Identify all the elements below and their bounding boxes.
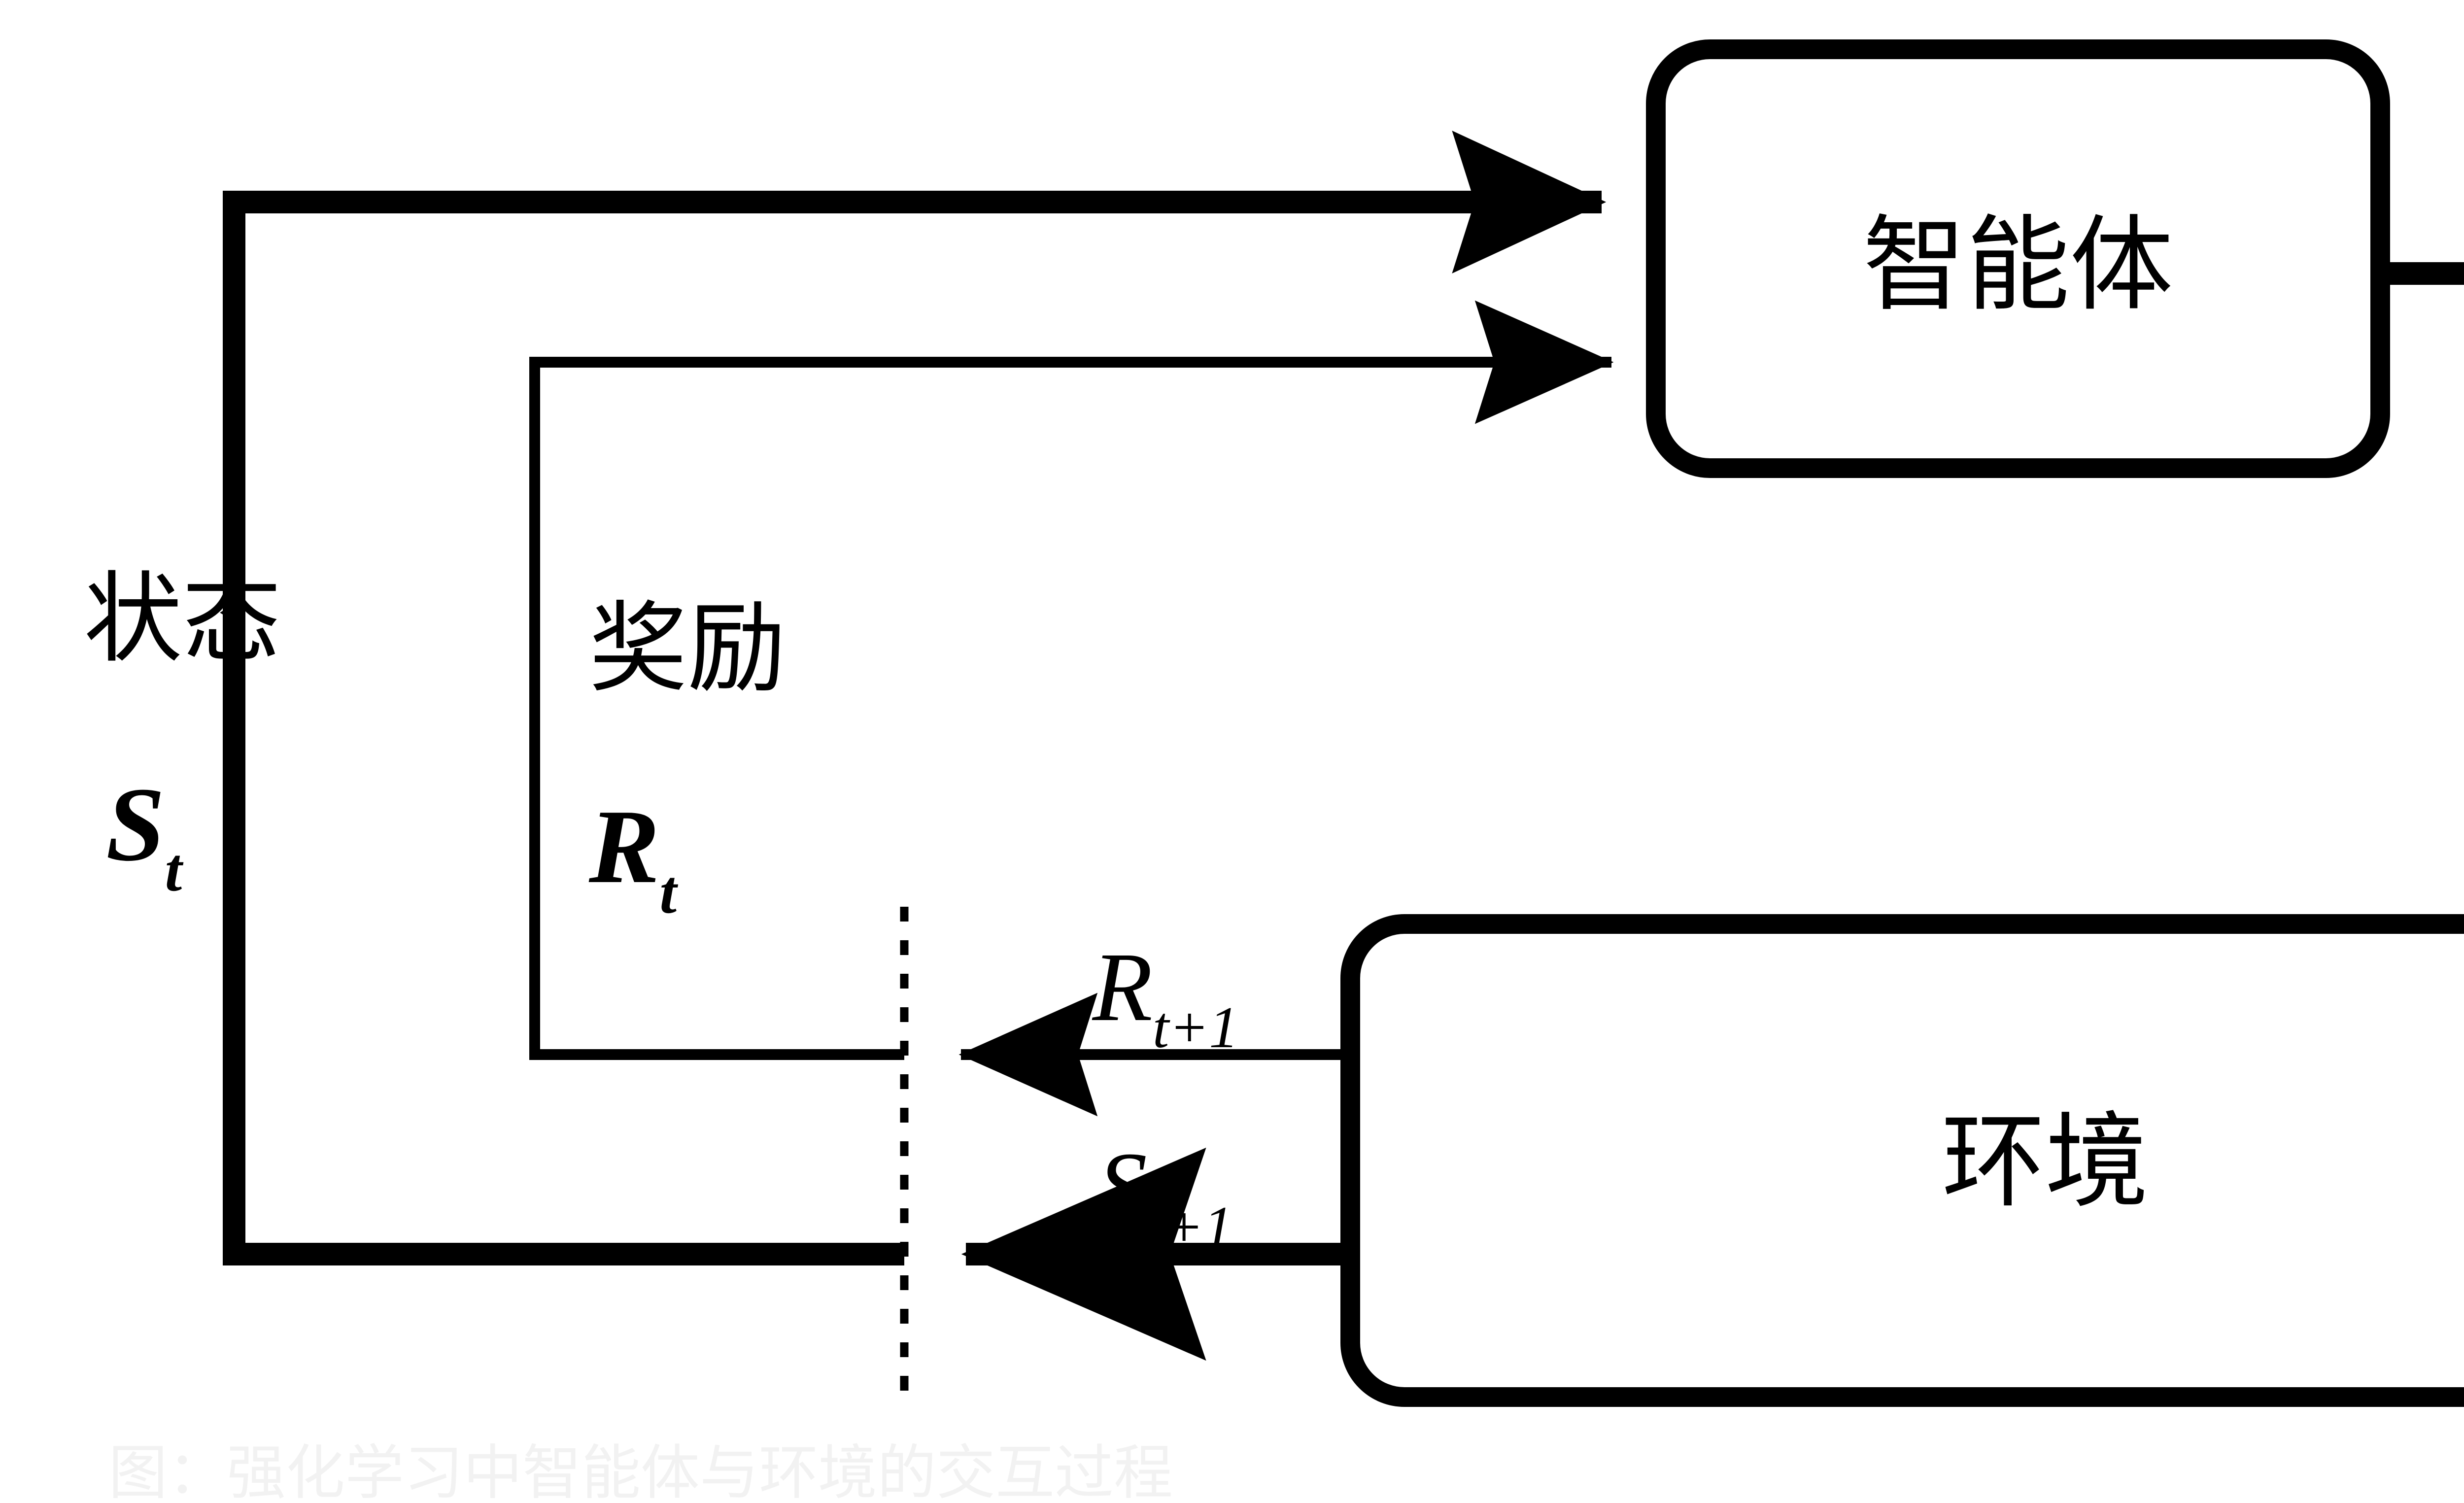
next-state-symbol: St+1 — [1098, 1132, 1233, 1260]
agent-label: 智能体 — [1863, 209, 2173, 323]
node-agent[interactable]: 智能体 — [1646, 39, 2390, 478]
reward-symbol-subscript: t — [659, 858, 678, 926]
label-next-reward: Rt+1 — [1092, 933, 1239, 1060]
state-label-text: 状态 — [84, 566, 281, 675]
edge-reward-to-agent — [529, 300, 1614, 1060]
label-reward: 奖励 Rt — [588, 595, 786, 926]
next-reward-base: R — [1092, 933, 1153, 1042]
reward-symbol-base: R — [588, 787, 659, 905]
next-reward-subscript: t+1 — [1153, 994, 1238, 1060]
figure-caption: 图：强化学习中智能体与环境的交互过程 — [108, 1440, 1173, 1503]
state-symbol: St — [106, 765, 184, 904]
reward-label-text: 奖励 — [589, 595, 786, 704]
state-symbol-base: S — [106, 765, 165, 883]
next-reward-symbol: Rt+1 — [1092, 933, 1239, 1060]
node-environment[interactable]: 环境 — [1340, 914, 2464, 1407]
next-state-subscript: t+1 — [1147, 1194, 1233, 1260]
environment-label: 环境 — [1942, 1106, 2149, 1220]
next-state-base: S — [1098, 1132, 1147, 1241]
label-next-state: St+1 — [1098, 1132, 1233, 1260]
agent-box[interactable] — [1646, 39, 2390, 478]
caption-text: 图：强化学习中智能体与环境的交互过程 — [108, 1440, 1173, 1503]
edge-state-to-agent — [223, 131, 1607, 1265]
label-state: 状态 St — [84, 566, 281, 904]
reward-symbol: Rt — [588, 787, 678, 926]
environment-box[interactable] — [1340, 914, 2464, 1407]
state-symbol-subscript: t — [165, 836, 184, 904]
